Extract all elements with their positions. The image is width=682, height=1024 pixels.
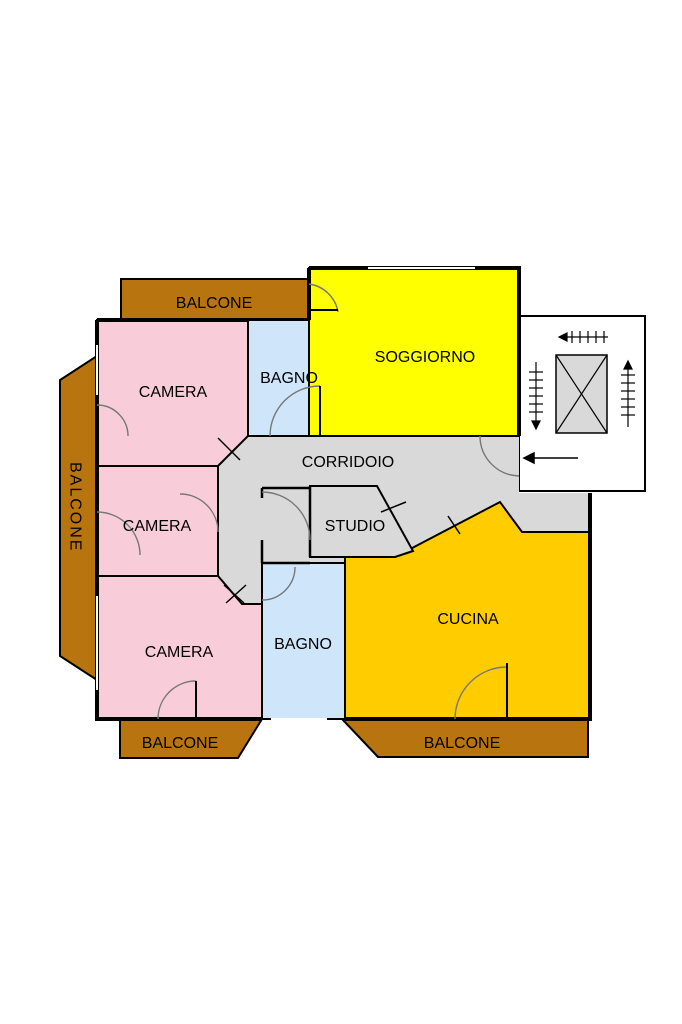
soggiorno-label: SOGGIORNO [375, 349, 475, 366]
door-arc-icon [96, 283, 520, 720]
balcony-top [120, 278, 309, 320]
inner-walls [260, 486, 312, 565]
corridoio-label: CORRIDOIO [302, 454, 394, 471]
balcony-left-label: BALCONE [67, 462, 84, 552]
balconies [59, 278, 589, 759]
camera-middle-label: CAMERA [123, 518, 192, 535]
balcony-bottom-right-label: BALCONE [424, 735, 500, 752]
window-marks [96, 267, 475, 720]
stair-arrow-icon [529, 331, 635, 431]
elevator-cross-icon [555, 354, 608, 434]
studio-label: STUDIO [325, 518, 385, 535]
door-marks [217, 437, 461, 604]
bagno-bottom-label: BAGNO [274, 636, 332, 653]
room-soggiorno [308, 267, 520, 437]
cucina-label: CUCINA [437, 611, 499, 628]
entrance-arrow-icon [522, 451, 578, 465]
balcony-top-label: BALCONE [176, 295, 252, 312]
camera-top-label: CAMERA [139, 384, 208, 401]
bagno-top-label: BAGNO [260, 370, 318, 387]
camera-bottom-label: CAMERA [145, 644, 214, 661]
rooms [96, 267, 591, 720]
balcony-bottom-left-label: BALCONE [142, 735, 218, 752]
stairwell [518, 315, 646, 492]
